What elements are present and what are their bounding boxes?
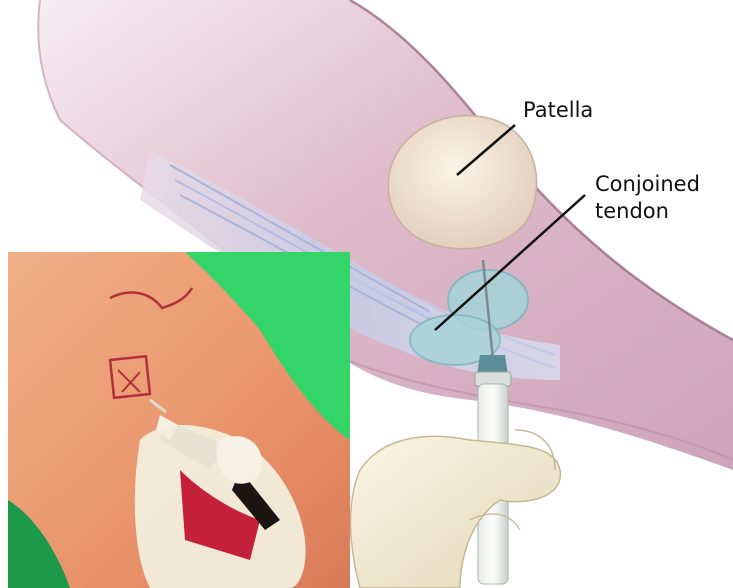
patella-label: Patella xyxy=(523,98,593,123)
conjoined-tendon-label-line1: Conjoined xyxy=(595,172,700,197)
conjoined-tendon-label-line2: tendon xyxy=(595,199,669,224)
clinical-photo-inset xyxy=(8,252,350,588)
gloved-hand-icon xyxy=(351,430,561,588)
